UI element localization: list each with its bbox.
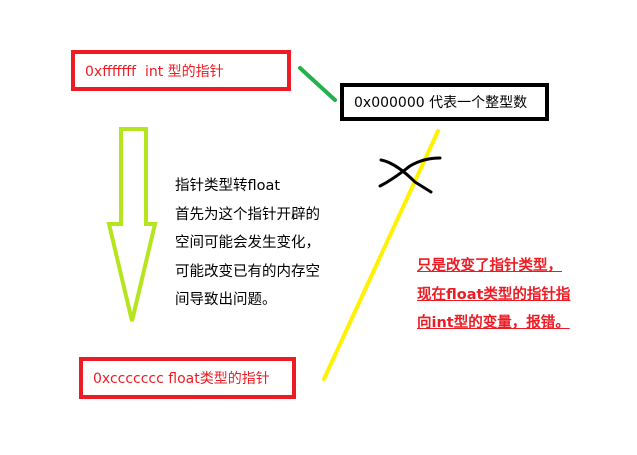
int-pointer-box: 0xfffffff int 型的指针 bbox=[71, 50, 291, 91]
float-pointer-box: 0xccccccc float类型的指针 bbox=[79, 357, 296, 399]
error-line: 向int型的变量，报错。 bbox=[417, 315, 570, 331]
explanation-line: 间导致出问题。 bbox=[175, 292, 277, 308]
explanation-line: 首先为这个指针开辟的 bbox=[175, 206, 320, 223]
explanation-line: 空间可能会发生变化， bbox=[175, 235, 320, 251]
yellow-pointer-line bbox=[322, 129, 440, 381]
error-line: 只是改变了指针类型， bbox=[417, 258, 562, 274]
error-line: 现在float类型的指针指 bbox=[417, 286, 571, 303]
float-pointer-label: 0xccccccc float类型的指针 bbox=[93, 371, 270, 387]
explanation-text: 指针类型转float 首先为这个指针开辟的 空间可能会发生变化， 可能改变已有的… bbox=[175, 172, 320, 315]
int-pointer-label: 0xfffffff int 型的指针 bbox=[85, 63, 224, 80]
int-value-box: 0x000000 代表一个整型数 bbox=[340, 83, 549, 121]
int-value-label: 0x000000 代表一个整型数 bbox=[354, 95, 528, 111]
explanation-line: 指针类型转float bbox=[175, 178, 281, 194]
cross-mark-icon bbox=[378, 156, 442, 194]
explanation-line: 可能改变已有的内存空 bbox=[175, 263, 320, 280]
down-arrow bbox=[106, 127, 158, 322]
error-note: 只是改变了指针类型， 现在float类型的指针指 向int型的变量，报错。 bbox=[417, 252, 570, 338]
green-link-line bbox=[298, 66, 337, 102]
